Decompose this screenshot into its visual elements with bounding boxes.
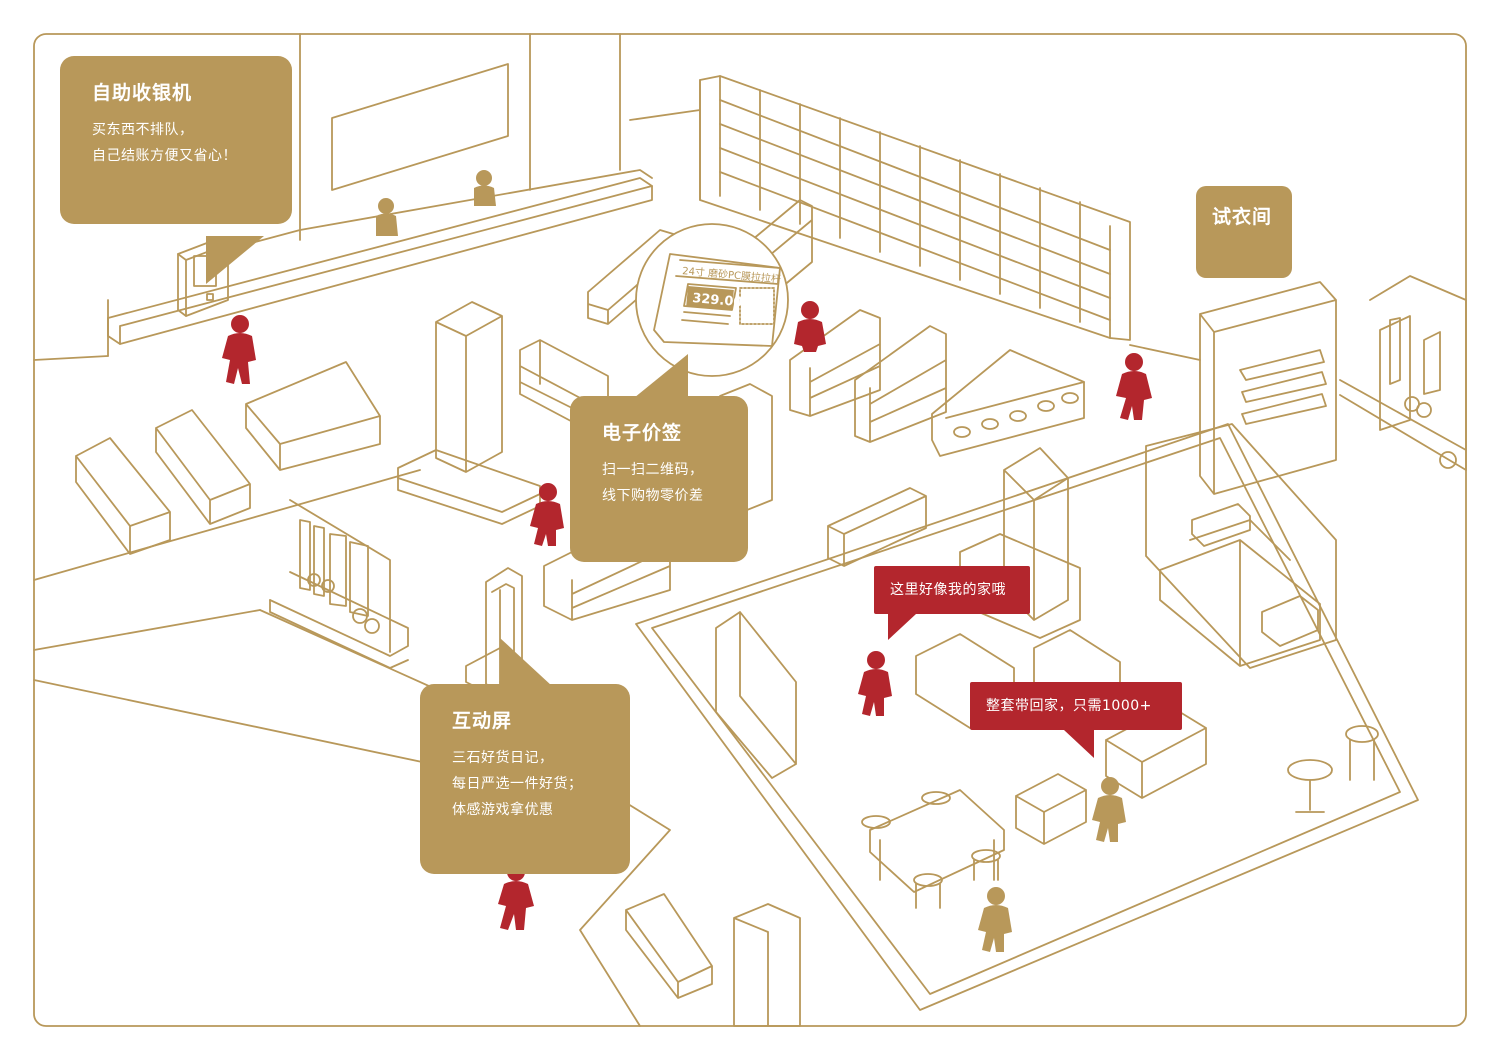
walls [33,33,1467,1027]
shopper-2 [794,301,826,352]
callout-home-feel: 这里好像我的家哦 [874,566,1030,640]
callout-self-checkout: 自助收银机 买东西不排队， 自己结账方便又省心！ [60,56,292,284]
e-label-price-display: 329.00 [692,291,743,310]
callout-fitting-room: 试衣间 [1196,186,1292,278]
callout-home-feel-text: 这里好像我的家哦 [890,582,1006,598]
callout-self-checkout-title: 自助收银机 [92,82,193,104]
right-edge-shelving [1369,275,1467,471]
people-gold [376,170,1126,952]
callout-e-label-title: 电子价签 [602,422,683,444]
fitting-room-booth [1199,281,1337,495]
callout-e-label-line-1: 扫一扫二维码， [602,462,704,478]
callout-e-label-line-2: 线下购物零价差 [602,488,704,504]
shopper-gold-2 [978,887,1012,952]
wall-screen [331,63,509,191]
callout-e-label: 电子价签 扫一扫二维码， 线下购物零价差 [570,354,748,562]
shopper-4 [530,483,564,546]
staff-2 [474,170,496,206]
callout-take-home-text: 整套带回家，只需1000+ [986,698,1152,714]
callout-interactive-screen-line-2: 每日严选一件好货； [452,776,583,792]
shelving-wall [699,75,1131,341]
shopper-5 [858,651,892,716]
shopper-3 [1116,353,1152,420]
pyramid-display [931,349,1085,457]
callout-interactive-screen-line-3: 体感游戏拿优惠 [452,802,554,818]
product-display-stand [269,499,409,669]
callout-fitting-room-title: 试衣间 [1212,206,1273,228]
callout-interactive-screen: 互动屏 三石好货日记， 每日严选一件好货； 体感游戏拿优惠 [420,638,630,874]
callout-interactive-screen-line-1: 三石好货日记， [452,750,554,766]
shopper-1 [222,315,256,384]
display-tower [397,301,541,525]
people-red [222,301,1152,930]
middle-shelves [543,517,671,621]
staff-1 [376,198,398,236]
callout-self-checkout-line-2: 自己结账方便又省心！ [92,148,237,164]
callout-take-home: 整套带回家，只需1000+ [970,682,1182,758]
callout-self-checkout-line-1: 买东西不排队， [92,122,194,138]
display-tables-left [75,361,381,555]
bottom-boxes [625,893,801,1027]
shopper-gold-1 [1092,777,1126,842]
home-showroom-area [635,423,1419,1011]
callout-interactive-screen-title: 互动屏 [452,710,513,732]
